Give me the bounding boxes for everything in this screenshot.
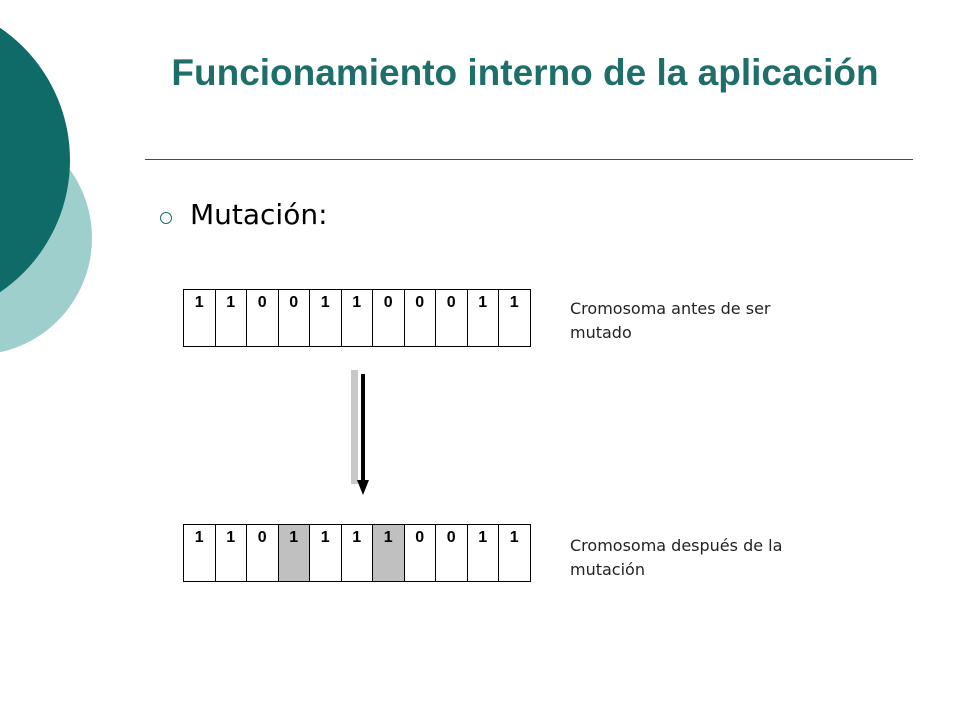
gene-cell: 1 — [310, 524, 342, 582]
gene-cell: 1 — [215, 524, 247, 582]
gene-cell: 1 — [499, 289, 531, 347]
gene-cell: 1 — [467, 524, 499, 582]
gene-cell: 1 — [184, 524, 216, 582]
down-arrow-icon — [351, 370, 369, 495]
gene-cell: 0 — [436, 289, 468, 347]
gene-cell-mutated: 1 — [373, 524, 405, 582]
arrow-head — [357, 480, 369, 495]
gene-cell: 1 — [341, 289, 373, 347]
gene-cell: 0 — [247, 524, 279, 582]
arrow-shadow — [351, 370, 358, 484]
dark-teal-circle — [0, 27, 70, 293]
gene-cell: 0 — [373, 289, 405, 347]
bullet-text: Mutación: — [190, 198, 328, 231]
title-divider — [145, 159, 913, 160]
circle-bullet-icon — [160, 212, 172, 224]
chromosome-after-label: Cromosoma después de la mutación — [570, 536, 783, 579]
gene-cell: 1 — [184, 289, 216, 347]
gene-cell: 0 — [278, 289, 310, 347]
gene-cell: 1 — [215, 289, 247, 347]
slide-title: Funcionamiento interno de la aplicación — [171, 52, 879, 93]
gene-cell: 0 — [247, 289, 279, 347]
gene-cell: 1 — [310, 289, 342, 347]
chromosome-before-label: Cromosoma antes de ser mutado — [570, 299, 771, 342]
arrow-shaft — [361, 374, 365, 482]
gene-cell: 1 — [341, 524, 373, 582]
gene-cell: 0 — [404, 289, 436, 347]
gene-cell-mutated: 1 — [278, 524, 310, 582]
gene-cell: 0 — [404, 524, 436, 582]
gene-cell: 0 — [436, 524, 468, 582]
decorative-circles — [0, 27, 92, 353]
gene-cell: 1 — [467, 289, 499, 347]
gene-cell: 1 — [499, 524, 531, 582]
